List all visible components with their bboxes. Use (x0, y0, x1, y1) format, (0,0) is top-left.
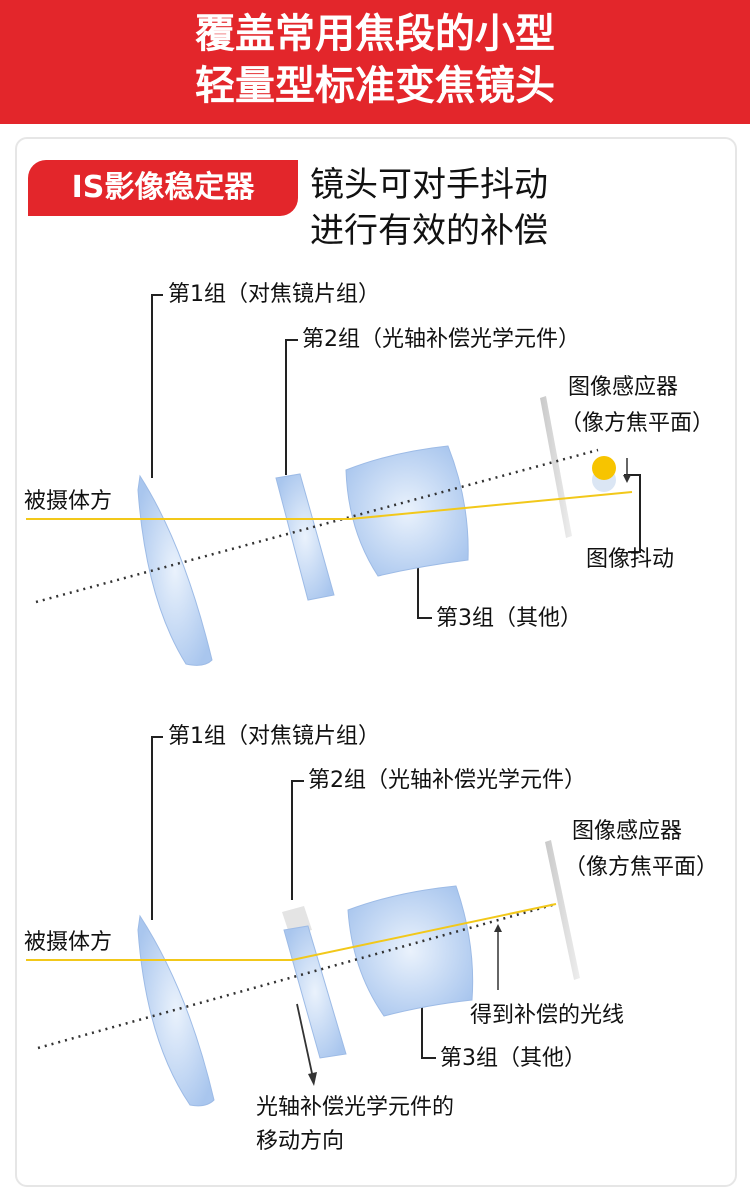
movement-arrow-head (308, 1072, 317, 1086)
top-group2-leader (285, 339, 298, 475)
bottom-diagram (26, 736, 580, 1107)
top-group2-lens (275, 473, 335, 601)
top-group2-label: 第2组（光轴补偿光学元件） (302, 327, 580, 352)
top-image-shake-label: 图像抖动 (586, 547, 675, 572)
movement-direction-label-1: 光轴补偿光学元件的 (256, 1095, 455, 1120)
bottom-subject-side-label: 被摄体方 (24, 930, 113, 955)
top-diagram (26, 294, 641, 666)
top-sensor-label-1: 图像感应器 (568, 375, 679, 400)
bottom-sensor-label-2: （像方焦平面） (564, 855, 719, 880)
top-light-ray (26, 491, 633, 520)
bottom-group2-lens (283, 925, 347, 1059)
is-stabilizer-badge: IS影像稳定器 (28, 160, 298, 216)
bottom-group1-lens (137, 914, 215, 1107)
movement-arrow (296, 1003, 314, 1079)
top-group3-label: 第3组（其他） (436, 606, 582, 631)
bottom-sensor-label-1: 图像感应器 (572, 819, 683, 844)
bottom-group2-label: 第2组（光轴补偿光学元件） (308, 768, 586, 793)
compensated-light-label: 得到补偿的光线 (470, 1003, 625, 1028)
bottom-group1-label: 第1组（对焦镜片组） (168, 724, 380, 749)
movement-direction-label-2: 移动方向 (256, 1129, 345, 1154)
top-group3-lens (345, 445, 469, 577)
top-group1-lens (137, 474, 213, 666)
top-shake-arrow-head (623, 475, 631, 483)
title-line-1: 覆盖常用焦段的小型 (195, 11, 555, 57)
bottom-image-sensor (545, 840, 580, 980)
bottom-group3-lens (347, 885, 474, 1017)
top-group1-label: 第1组（对焦镜片组） (168, 282, 380, 307)
bottom-group2-leader (291, 780, 304, 900)
description: 镜头可对手抖动 进行有效的补偿 (310, 162, 710, 254)
title-banner: 覆盖常用焦段的小型 轻量型标准变焦镜头 (0, 0, 750, 124)
bottom-group1-leader (151, 736, 163, 920)
top-sensor-label-2: （像方焦平面） (560, 411, 715, 436)
description-line-2: 进行有效的补偿 (310, 211, 548, 251)
bottom-light-ray (26, 903, 557, 961)
top-shake-leader (624, 474, 641, 553)
bottom-optical-axis (37, 902, 557, 1050)
top-image-sensor (540, 396, 572, 538)
top-image-dot (592, 456, 616, 480)
diagram-card (15, 137, 737, 1187)
top-group3-leader (417, 568, 432, 619)
compensated-light-arrow-head (494, 924, 502, 932)
top-subject-side-label: 被摄体方 (24, 489, 113, 514)
top-group1-leader (151, 294, 163, 478)
title-line-2: 轻量型标准变焦镜头 (195, 63, 555, 109)
bottom-group3-leader (421, 1004, 436, 1059)
description-line-1: 镜头可对手抖动 (310, 165, 548, 205)
bottom-group3-label: 第3组（其他） (440, 1046, 586, 1071)
